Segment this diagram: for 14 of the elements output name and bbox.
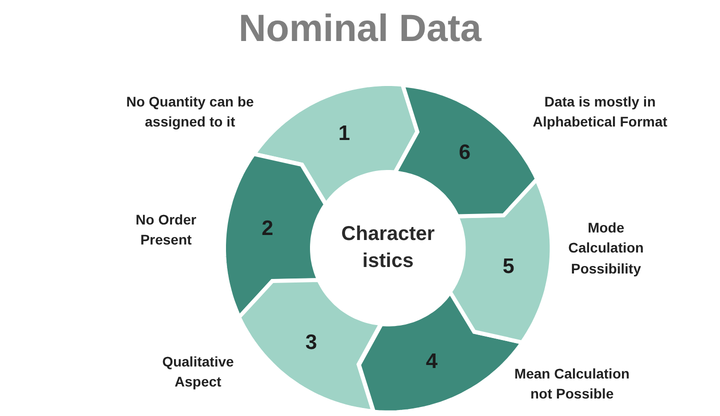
segment-number: 1 xyxy=(338,122,350,146)
segment-description: No Quantity can be assigned to it xyxy=(125,92,255,132)
segment-description: No Order Present xyxy=(134,210,198,250)
title: Nominal Data xyxy=(238,8,483,51)
segment-number: 5 xyxy=(502,255,514,280)
segment-number: 6 xyxy=(458,141,471,166)
segment-number: 2 xyxy=(262,216,274,241)
segment-description: Mean Calculation not Possible xyxy=(513,364,631,404)
segment-description: Qualitative Aspect xyxy=(161,352,235,392)
center-label: Character istics xyxy=(340,222,436,274)
segment-description: Mode Calculation Possibility xyxy=(567,218,645,278)
segment-number: 4 xyxy=(426,350,438,374)
segment-description: Data is mostly in Alphabetical Format xyxy=(532,92,668,132)
segment-number: 3 xyxy=(305,330,318,355)
